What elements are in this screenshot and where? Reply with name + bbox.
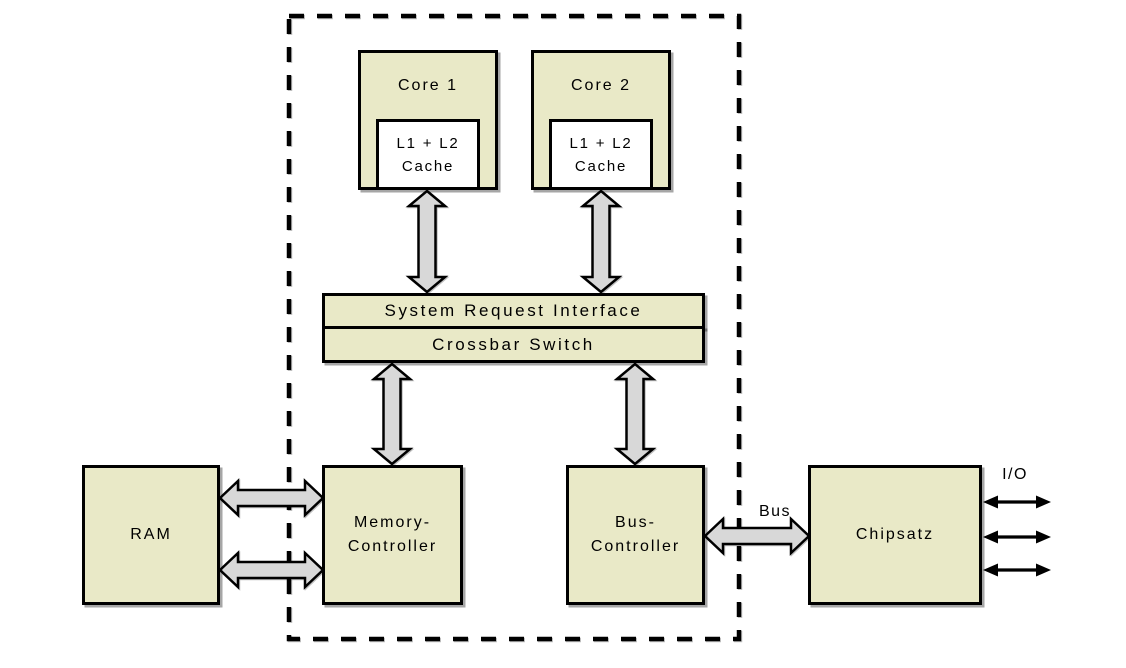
cpu-die-boundary-dashed-box <box>286 13 742 642</box>
bus-edge-label: Bus <box>758 503 792 520</box>
crossbar-memory-controller-double-arrow-icon <box>370 362 414 466</box>
bus-controller-chipsatz-arrow-icon <box>703 516 811 556</box>
ram-memory-controller-arrow-bottom-icon <box>218 550 325 590</box>
io-arrow-1-icon <box>983 495 1051 509</box>
io-arrow-3-icon <box>983 563 1051 577</box>
cache2-sri-double-arrow-icon <box>579 189 623 294</box>
ram-memory-controller-arrow-top-icon <box>218 478 325 518</box>
io-arrow-2-icon <box>983 530 1051 544</box>
cache1-sri-double-arrow-icon <box>405 189 449 294</box>
crossbar-bus-controller-double-arrow-icon <box>613 362 657 466</box>
io-edge-label: I/O <box>1002 466 1028 483</box>
